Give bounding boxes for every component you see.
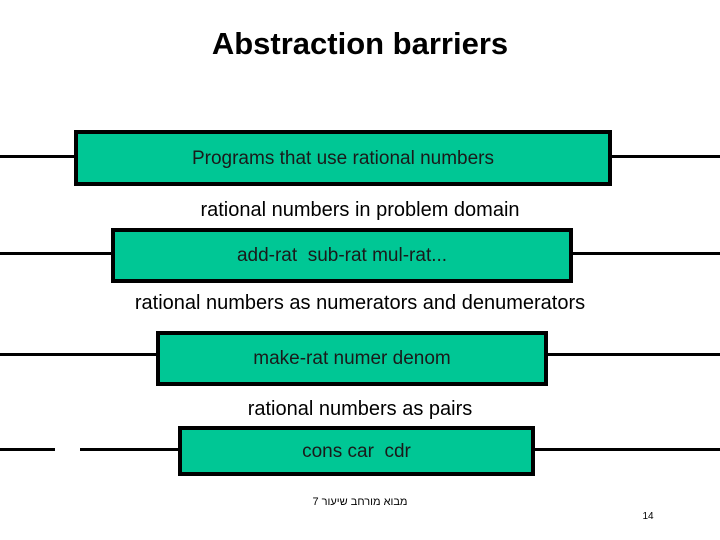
barrier-line-4-left-segment [0, 448, 55, 451]
caption-rationals-as-pairs: rational numbers as pairs [247, 398, 473, 420]
box-programs-using-rationals[interactable]: Programs that use rational numbers [74, 130, 612, 186]
page-number: 14 [642, 511, 654, 522]
barrier-line-1-right [610, 155, 720, 158]
barrier-line-3-right [546, 353, 720, 356]
box-label: make-rat numer denom [253, 348, 451, 369]
barrier-line-4-left [80, 448, 180, 451]
barrier-line-2-left [0, 252, 113, 255]
box-pair-primitives[interactable]: cons car cdr [178, 426, 535, 476]
box-label: add-rat sub-rat mul-rat... [236, 245, 448, 266]
barrier-line-1-left [0, 155, 76, 158]
caption-numerators-denumerators: rational numbers as numerators and denum… [134, 292, 586, 314]
caption-problem-domain: rational numbers in problem domain [200, 199, 520, 221]
box-label: Programs that use rational numbers [191, 147, 495, 169]
box-rational-operations[interactable]: add-rat sub-rat mul-rat... [111, 228, 573, 283]
barrier-line-2-right [571, 252, 720, 255]
box-label: cons car cdr [302, 440, 411, 462]
box-make-rat-constructor[interactable]: make-rat numer denom [156, 331, 548, 386]
footer-course-note: מבוא מורחב שיעור 7 [312, 496, 408, 508]
barrier-line-4-right [533, 448, 720, 451]
barrier-line-3-left [0, 353, 158, 356]
page-title: Abstraction barriers [211, 26, 509, 61]
